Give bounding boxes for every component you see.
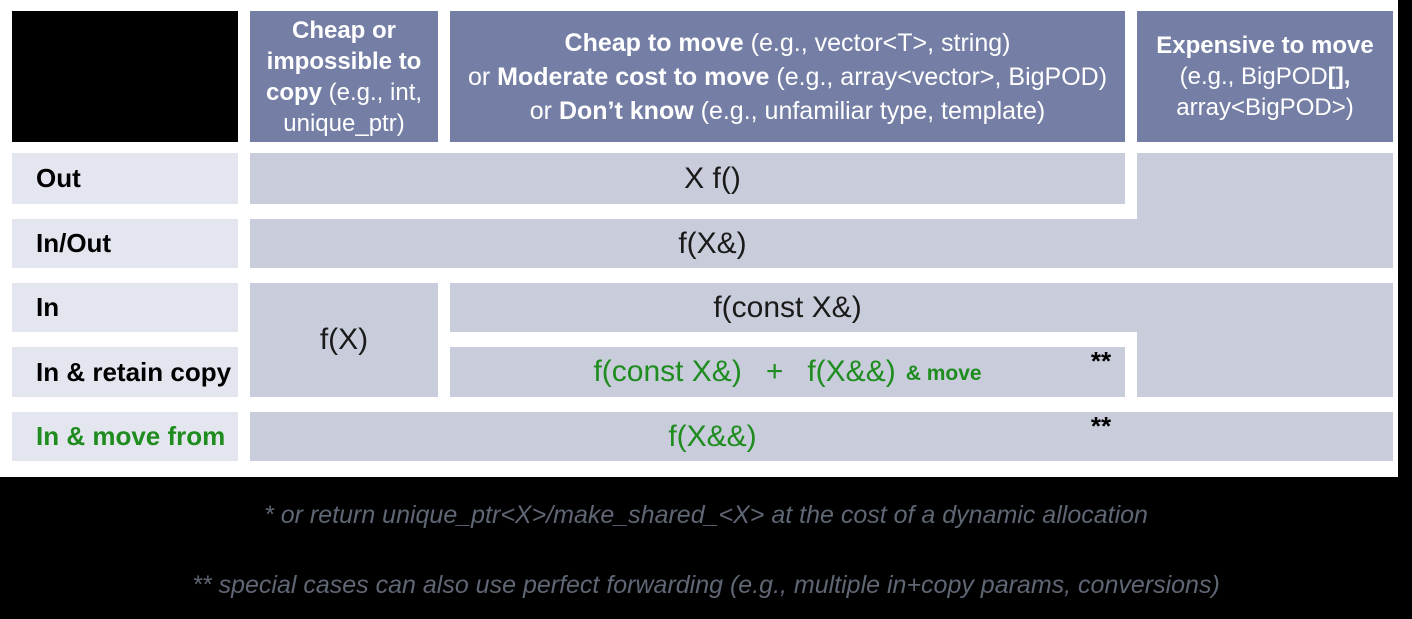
row-label-out: Out (12, 153, 238, 204)
and-move-suffix: & move (905, 362, 982, 385)
header-text: Cheap or impossible to copy (e.g., int, … (256, 15, 432, 139)
header-bold-text: Cheap or impossible to copy (265, 16, 422, 106)
cell-inout-reference (250, 219, 1393, 268)
code-text: X f() (684, 161, 741, 195)
header-bold-text: Expensive to move (1156, 32, 1374, 59)
move-from-footnote-marker: ** (1090, 411, 1112, 441)
line-prefix: or (529, 96, 559, 125)
header-bold-brackets: [], (1327, 63, 1351, 90)
header-rest-text: (e.g., int, unique_ptr) (283, 78, 423, 137)
header-line-3: or Don’t know (e.g., unfamiliar type, te… (450, 94, 1125, 128)
cell-text-inout: f(X&) (250, 219, 1175, 268)
plus-sign: + (765, 355, 784, 388)
cell-retain-copy-overloads (450, 347, 1125, 397)
row-label-text: In & retain copy (36, 356, 232, 387)
row-label-text: In & move from (36, 421, 226, 451)
right-black-border (1398, 0, 1412, 619)
footnote-perfect-forwarding: ** special cases can also use perfect fo… (192, 571, 1220, 599)
code-text: f(X) (319, 323, 369, 356)
code-text-const-ref: f(const X&) (593, 355, 742, 388)
cell-move-from-rvalue-ref (250, 412, 1393, 461)
footnote-band: * or return unique_ptr<X>/make_shared_<X… (0, 477, 1412, 619)
code-text: f(X&) (678, 226, 747, 260)
line-rest: (e.g., unfamiliar type, template) (693, 96, 1046, 125)
footnote-dynamic-allocation: * or return unique_ptr<X>/make_shared_<X… (264, 501, 1148, 529)
retain-copy-footnote-marker: ** (1090, 346, 1112, 376)
header-rest-text: array<BigPOD>) (1176, 94, 1354, 121)
code-text: f(X&&) (668, 419, 757, 453)
cell-text-move-from: f(X&&) (250, 412, 1175, 461)
line-prefix: or (467, 62, 498, 91)
cell-text-retain-copy: f(const X&) + f(X&&) & move (450, 347, 1125, 397)
line-bold: Cheap to move (564, 28, 744, 57)
cell-text-in-const-ref: f(const X&) (450, 283, 1125, 332)
row-label-inout: In/Out (12, 219, 238, 268)
cell-in-expensive-merged (1137, 283, 1393, 397)
row-label-in-move-from: In & move from (12, 412, 238, 461)
corner-cell (12, 11, 238, 142)
header-line-2: or Moderate cost to move (e.g., array<ve… (450, 60, 1125, 94)
header-text: Expensive to move (e.g., BigPOD[], array… (1143, 30, 1387, 123)
cell-text-out: X f() (250, 153, 1175, 204)
row-label-text: In (36, 292, 60, 322)
cell-out-return-by-value (250, 153, 1125, 204)
cell-in-by-value-merged (250, 283, 438, 397)
row-label-in-retain-copy: In & retain copy (12, 347, 238, 397)
row-label-text: Out (36, 163, 81, 193)
header-line-1: Cheap to move (e.g., vector<T>, string) (450, 26, 1125, 60)
line-rest: (e.g., array<vector>, BigPOD) (769, 62, 1108, 91)
row-label-in: In (12, 283, 238, 332)
cell-text-in-by-value: f(X) (250, 283, 438, 397)
column-header-cheap-copy: Cheap or impossible to copy (e.g., int, … (250, 11, 438, 142)
row-label-text: In/Out (36, 228, 112, 258)
header-rest-text: (e.g., BigPOD (1179, 63, 1328, 90)
column-header-cheap-move: Cheap to move (e.g., vector<T>, string) … (450, 11, 1125, 142)
line-bold: Moderate cost to move (497, 62, 770, 91)
column-header-expensive-move: Expensive to move (e.g., BigPOD[], array… (1137, 11, 1393, 142)
code-text-rvalue-ref: f(X&&) (807, 355, 896, 388)
line-bold: Don’t know (558, 96, 694, 125)
line-rest: (e.g., vector<T>, string) (743, 28, 1011, 57)
code-text: f(const X&) (713, 290, 862, 324)
